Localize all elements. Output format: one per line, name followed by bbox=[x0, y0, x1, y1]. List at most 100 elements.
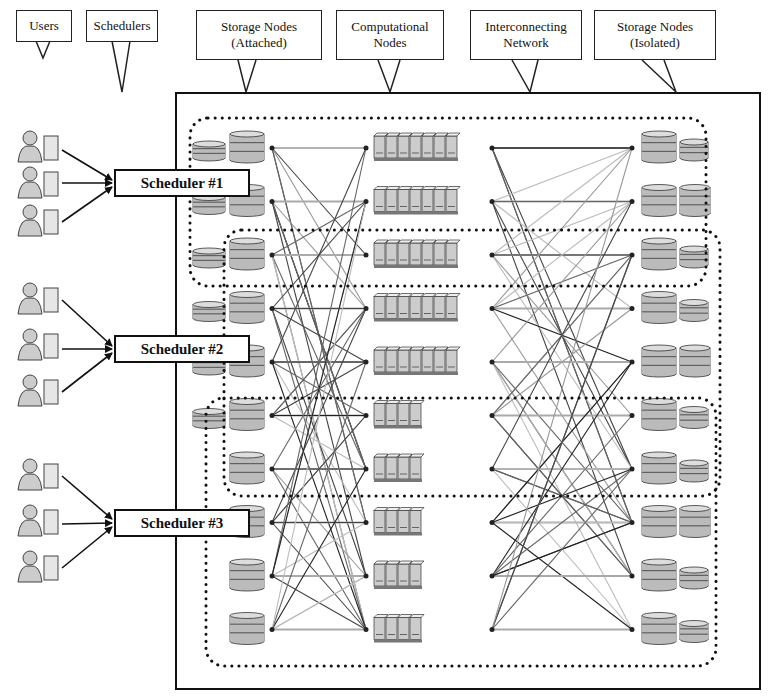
storage-icon bbox=[230, 559, 264, 591]
storage-icon bbox=[230, 238, 264, 270]
partitions bbox=[190, 118, 720, 666]
node-text: Users bbox=[29, 18, 59, 34]
port-dot bbox=[490, 199, 495, 204]
port-dot bbox=[364, 146, 369, 151]
callout-label: Storage Nodes (Isolated) bbox=[594, 10, 716, 60]
server-icon bbox=[410, 561, 424, 586]
rack-base bbox=[374, 640, 422, 643]
port-dot bbox=[270, 199, 275, 204]
storage-icon bbox=[642, 345, 676, 377]
port-dot bbox=[490, 360, 495, 365]
port-dot bbox=[364, 413, 369, 418]
network-links bbox=[270, 146, 369, 633]
scheduler-box: Scheduler #2 bbox=[114, 335, 250, 363]
port-dot bbox=[270, 306, 275, 311]
rack-base bbox=[374, 533, 422, 536]
node-text: Scheduler #2 bbox=[141, 341, 224, 358]
server-icon bbox=[446, 187, 460, 212]
user-icon bbox=[18, 329, 58, 360]
port-dot bbox=[490, 574, 495, 579]
storage-icon bbox=[642, 131, 676, 163]
port-dot bbox=[630, 360, 635, 365]
storage-icon bbox=[680, 139, 708, 161]
node-text: Scheduler #1 bbox=[141, 175, 224, 192]
port-dot bbox=[630, 627, 635, 632]
callout-label: Computational Nodes bbox=[336, 10, 444, 60]
node-text: Storage Nodes (Isolated) bbox=[600, 19, 710, 50]
storage-icon bbox=[680, 407, 708, 429]
server-icon bbox=[410, 615, 424, 640]
user-icon bbox=[18, 505, 58, 536]
server-icon bbox=[410, 454, 424, 479]
callout-label: Interconnecting Network bbox=[470, 10, 582, 60]
node-text: Schedulers bbox=[93, 18, 150, 34]
port-dot bbox=[490, 467, 495, 472]
port-dot bbox=[270, 520, 275, 525]
storage-icon bbox=[642, 292, 676, 324]
storage-icon bbox=[680, 246, 708, 268]
server-icon bbox=[410, 401, 424, 426]
scheduler-box: Scheduler #1 bbox=[114, 169, 250, 197]
server-icon bbox=[446, 347, 460, 372]
rack-base bbox=[374, 479, 422, 482]
storage-icon bbox=[680, 345, 710, 377]
node-text: Storage Nodes (Attached) bbox=[202, 19, 316, 50]
rack-base bbox=[374, 586, 422, 589]
port-dot bbox=[270, 467, 275, 472]
storage-icon bbox=[230, 452, 264, 484]
port-dot bbox=[364, 574, 369, 579]
node-text: Interconnecting Network bbox=[476, 19, 576, 50]
storage-icon bbox=[193, 248, 225, 268]
port-dot bbox=[630, 146, 635, 151]
rack-base bbox=[374, 319, 458, 322]
server-icon bbox=[446, 133, 460, 158]
port-dot bbox=[630, 574, 635, 579]
port-dot bbox=[630, 520, 635, 525]
port-dot bbox=[490, 627, 495, 632]
storage-icon bbox=[642, 452, 676, 484]
storage-icon bbox=[193, 195, 225, 215]
user-icon bbox=[18, 459, 58, 490]
rack-base bbox=[374, 265, 458, 268]
network-links bbox=[490, 146, 635, 633]
storage-icon bbox=[642, 506, 676, 538]
port-dot bbox=[630, 413, 635, 418]
port-dot bbox=[364, 360, 369, 365]
port-dot bbox=[270, 413, 275, 418]
cluster-frame bbox=[176, 93, 760, 689]
user-icon bbox=[18, 131, 58, 162]
port-dot bbox=[270, 627, 275, 632]
port-dot bbox=[364, 627, 369, 632]
port-dot bbox=[630, 306, 635, 311]
port-dot bbox=[630, 199, 635, 204]
port-dot bbox=[270, 146, 275, 151]
server-icon bbox=[410, 508, 424, 533]
storage-icon bbox=[680, 300, 708, 322]
user-icon bbox=[18, 283, 58, 314]
storage-icon bbox=[230, 613, 264, 645]
storage-icon bbox=[680, 567, 708, 589]
port-dot bbox=[490, 146, 495, 151]
server-icon bbox=[446, 240, 460, 265]
storage-icon bbox=[680, 460, 708, 482]
storage-icon bbox=[230, 399, 264, 431]
storage-icon bbox=[193, 409, 225, 429]
port-dot bbox=[490, 306, 495, 311]
storage-icon bbox=[642, 559, 676, 591]
port-dot bbox=[630, 253, 635, 258]
port-dot bbox=[270, 574, 275, 579]
user-icon bbox=[18, 205, 58, 236]
storage-icon bbox=[193, 302, 225, 322]
port-dot bbox=[490, 253, 495, 258]
user-icon bbox=[18, 551, 58, 582]
port-dot bbox=[364, 253, 369, 258]
port-dot bbox=[630, 467, 635, 472]
rack-base bbox=[374, 426, 422, 429]
storage-icon bbox=[680, 621, 708, 643]
storage-icon bbox=[642, 613, 676, 645]
node-text: Computational Nodes bbox=[342, 19, 438, 50]
user-icon bbox=[18, 375, 58, 406]
port-dot bbox=[364, 467, 369, 472]
user-arrows bbox=[62, 150, 112, 568]
